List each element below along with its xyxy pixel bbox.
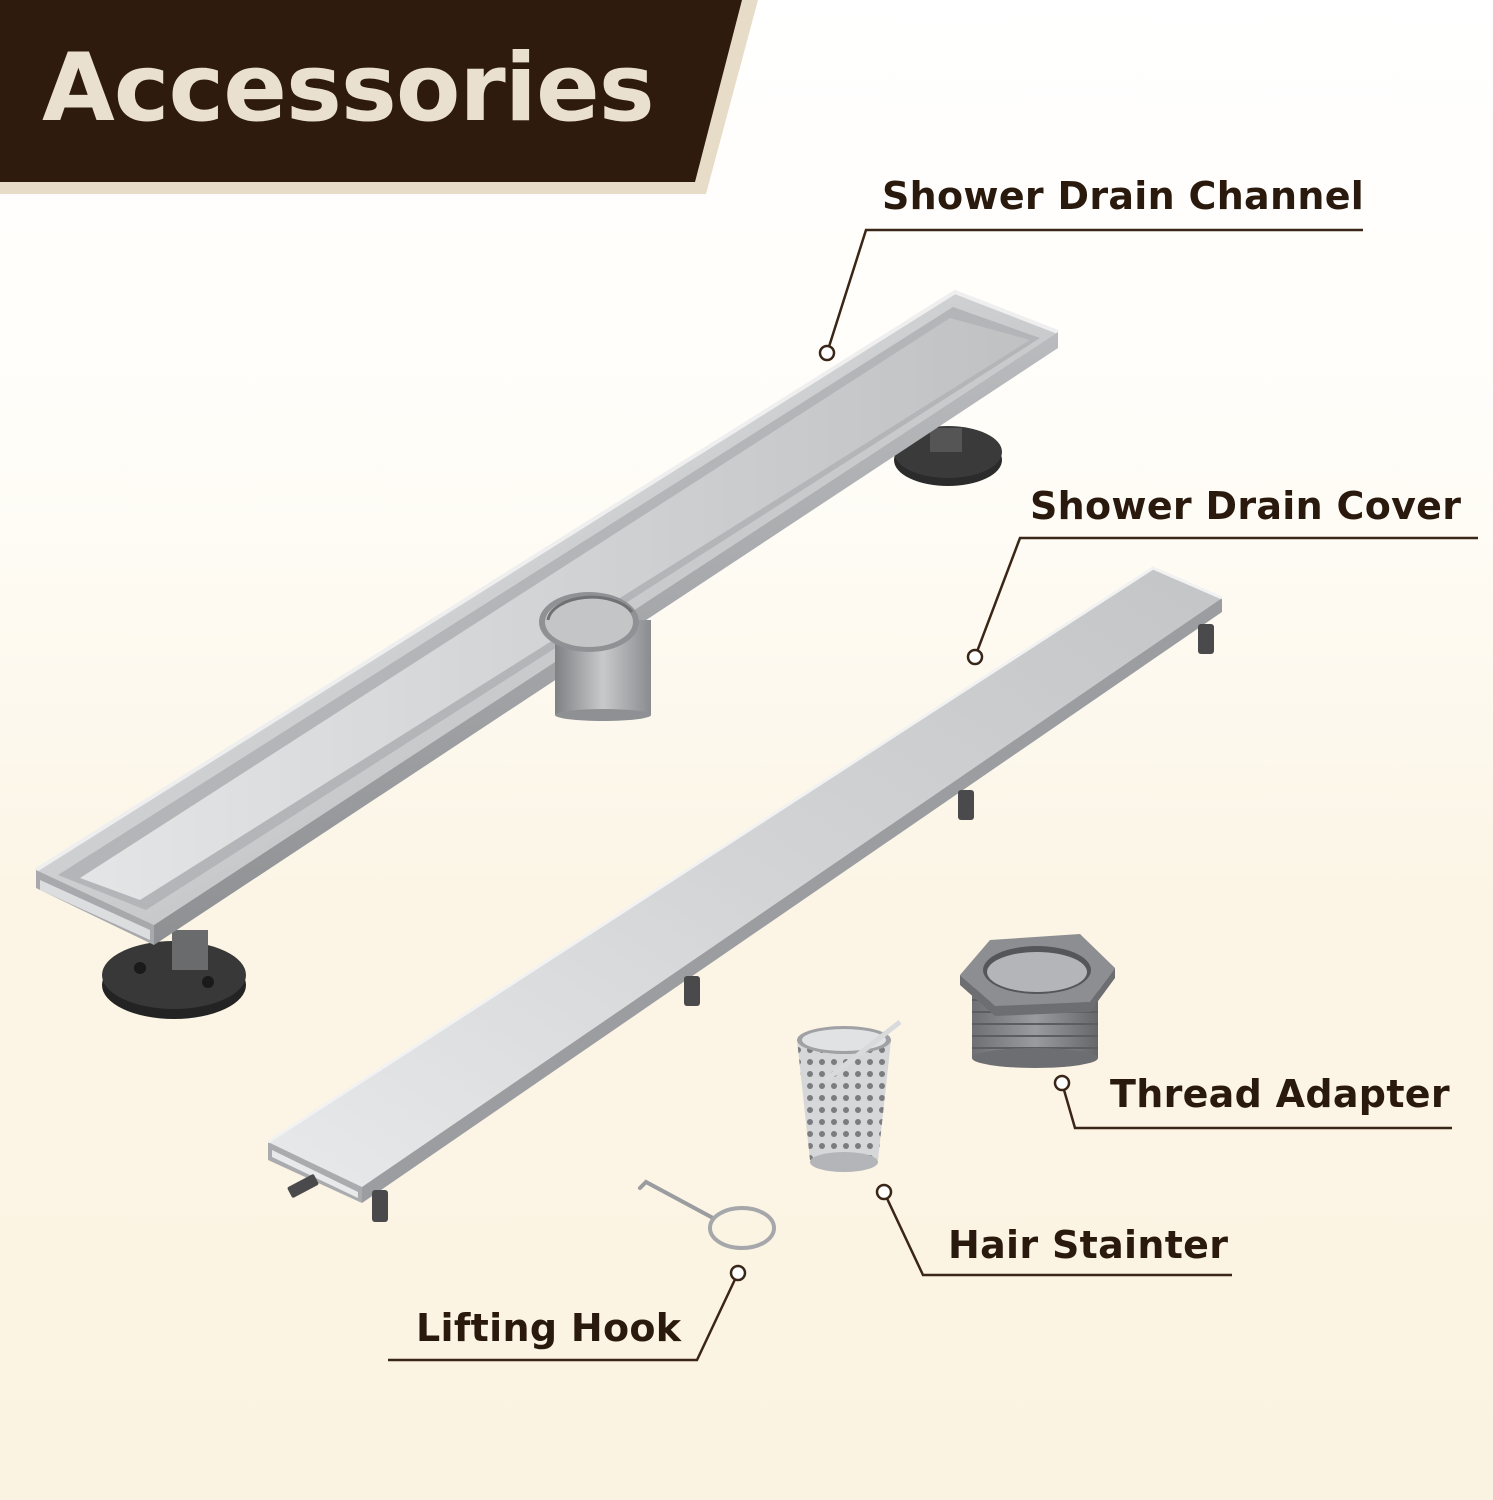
cover-clip — [684, 976, 700, 1006]
cover-clip — [1198, 624, 1214, 654]
cover-tab — [287, 1174, 319, 1198]
strainer-callout-line — [882, 1191, 1232, 1277]
thread-adapter-label: Thread Adapter — [1110, 1072, 1450, 1116]
lifting-hook-illustration — [638, 1179, 776, 1250]
banner — [0, 0, 758, 194]
hook-callout-line — [388, 1272, 740, 1362]
channel-callout-line — [825, 228, 1363, 354]
cover-callout-dot — [966, 648, 984, 666]
cover-clip — [958, 790, 974, 820]
cover-clip — [372, 1190, 388, 1222]
leveling-foot-back — [894, 426, 1002, 486]
shower-drain-channel-label: Shower Drain Channel — [882, 174, 1365, 218]
banner-title: Accessories — [42, 34, 655, 143]
adapter-callout-line — [1060, 1082, 1452, 1130]
cover-callout-line — [973, 536, 1478, 658]
strainer-callout-dot — [875, 1183, 893, 1201]
drain-outlet-pipe — [539, 592, 651, 721]
hair-strainer-illustration — [797, 1020, 902, 1172]
leveling-foot-front — [102, 930, 246, 1019]
drain-cover-illustration — [267, 566, 1223, 1222]
lifting-hook-label: Lifting Hook — [416, 1306, 682, 1350]
adapter-callout-dot — [1053, 1074, 1071, 1092]
hair-strainer-label: Hair Stainter — [948, 1223, 1229, 1267]
banner-background — [0, 0, 742, 182]
drain-channel-illustration — [34, 289, 1059, 1019]
channel-callout-dot — [818, 344, 836, 362]
thread-adapter-illustration — [960, 934, 1115, 1068]
shower-drain-cover-label: Shower Drain Cover — [1030, 484, 1462, 528]
hook-callout-dot — [729, 1264, 747, 1282]
